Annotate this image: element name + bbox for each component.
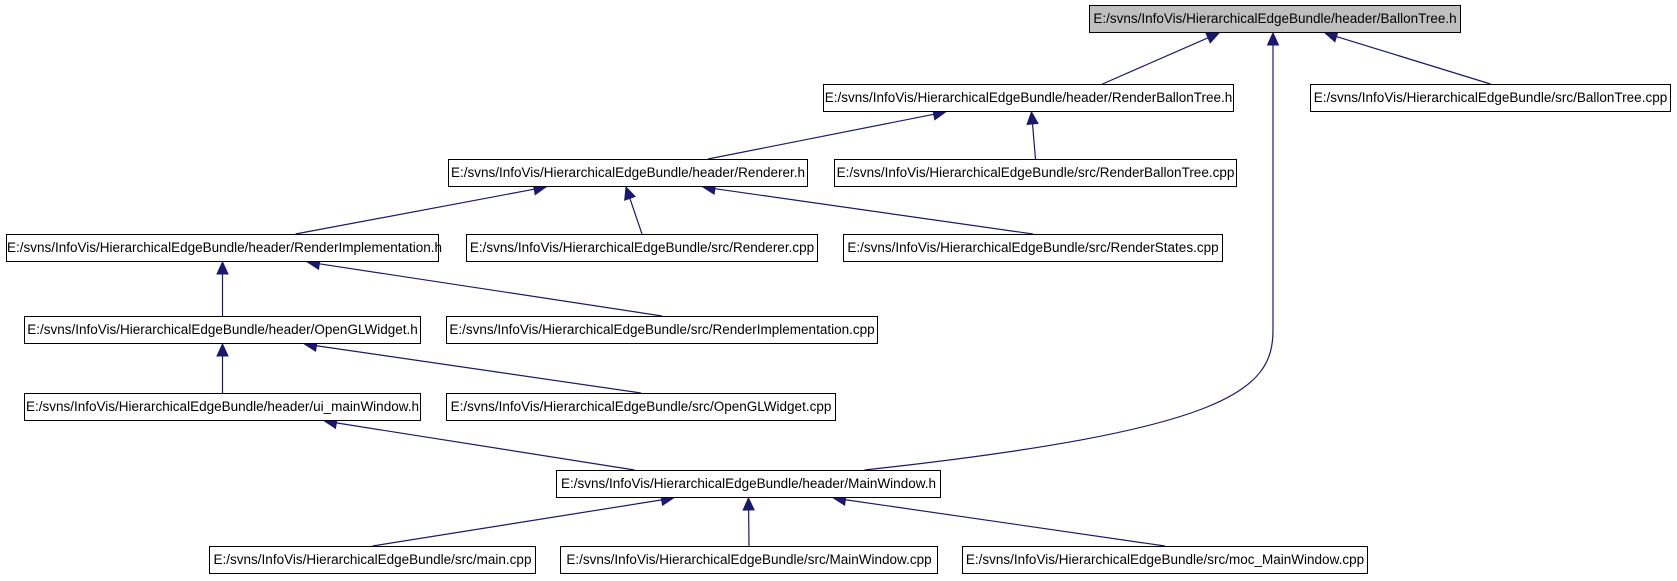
- edge-renderballontree-cpp-to-renderballontree-h-arrowhead: [1026, 110, 1039, 125]
- node-renderer-cpp[interactable]: E:/svns/InfoVis/HierarchicalEdgeBundle/s…: [466, 234, 818, 262]
- edge-balloontree-cpp-to-balloontree-h: [1336, 35, 1491, 85]
- node-openglwidget-h[interactable]: E:/svns/InfoVis/HierarchicalEdgeBundle/h…: [24, 316, 421, 344]
- edge-renderimplementation-cpp-to-renderimplementation-h: [319, 263, 663, 317]
- node-renderer-h[interactable]: E:/svns/InfoVis/HierarchicalEdgeBundle/h…: [448, 159, 808, 187]
- edge-moc-mainwindow-cpp-to-mainwindow-h: [845, 499, 1166, 547]
- node-balloontree-cpp[interactable]: E:/svns/InfoVis/HierarchicalEdgeBundle/s…: [1310, 84, 1671, 112]
- edge-openglwidget-cpp-to-openglwidget-h: [316, 345, 642, 394]
- edge-renderballontree-cpp-to-renderballontree-h: [1031, 123, 1037, 160]
- node-renderballontree-cpp[interactable]: E:/svns/InfoVis/HierarchicalEdgeBundle/s…: [834, 159, 1237, 187]
- node-main-cpp[interactable]: E:/svns/InfoVis/HierarchicalEdgeBundle/s…: [209, 546, 536, 574]
- node-mainwindow-cpp[interactable]: E:/svns/InfoVis/HierarchicalEdgeBundle/s…: [560, 546, 938, 574]
- edge-renderer-cpp-to-renderer-h-arrowhead: [624, 185, 636, 201]
- edge-main-cpp-to-mainwindow-h: [372, 499, 662, 547]
- edge-renderballontree-h-to-balloontree-h: [1102, 37, 1209, 85]
- edge-renderimplementation-h-to-renderer-h: [295, 188, 535, 235]
- edge-openglwidget-h-to-renderimplementation-h-arrowhead: [216, 260, 229, 275]
- node-renderimplementation-cpp[interactable]: E:/svns/InfoVis/HierarchicalEdgeBundle/s…: [446, 316, 878, 344]
- node-balloontree-h: E:/svns/InfoVis/HierarchicalEdgeBundle/h…: [1089, 5, 1461, 33]
- node-moc-mainwindow-cpp[interactable]: E:/svns/InfoVis/HierarchicalEdgeBundle/s…: [962, 546, 1368, 574]
- edge-mainwindow-h-to-ui-mainwindow-h: [336, 422, 635, 471]
- node-openglwidget-cpp[interactable]: E:/svns/InfoVis/HierarchicalEdgeBundle/s…: [446, 393, 836, 421]
- node-ui-mainwindow-h[interactable]: E:/svns/InfoVis/HierarchicalEdgeBundle/h…: [24, 393, 421, 421]
- edge-renderer-h-to-renderballontree-h: [707, 113, 934, 160]
- node-renderimplementation-h[interactable]: E:/svns/InfoVis/HierarchicalEdgeBundle/h…: [6, 234, 442, 262]
- edge-mainwindow-h-to-balloontree-h-arrowhead: [1266, 31, 1280, 46]
- node-mainwindow-h[interactable]: E:/svns/InfoVis/HierarchicalEdgeBundle/h…: [556, 470, 941, 498]
- node-renderballontree-h[interactable]: E:/svns/InfoVis/HierarchicalEdgeBundle/h…: [823, 84, 1234, 112]
- edge-renderer-cpp-to-renderer-h: [629, 198, 643, 235]
- node-renderstates-cpp[interactable]: E:/svns/InfoVis/HierarchicalEdgeBundle/s…: [843, 234, 1223, 262]
- edge-renderstates-cpp-to-renderer-h: [714, 188, 1034, 235]
- edge-mainwindow-cpp-to-mainwindow-h-arrowhead: [742, 496, 755, 511]
- edge-mainwindow-h-to-balloontree-h: [864, 45, 1274, 471]
- edge-ui-mainwindow-h-to-openglwidget-h-arrowhead: [216, 342, 229, 357]
- edge-renderballontree-h-to-balloontree-h-arrowhead: [1205, 32, 1221, 44]
